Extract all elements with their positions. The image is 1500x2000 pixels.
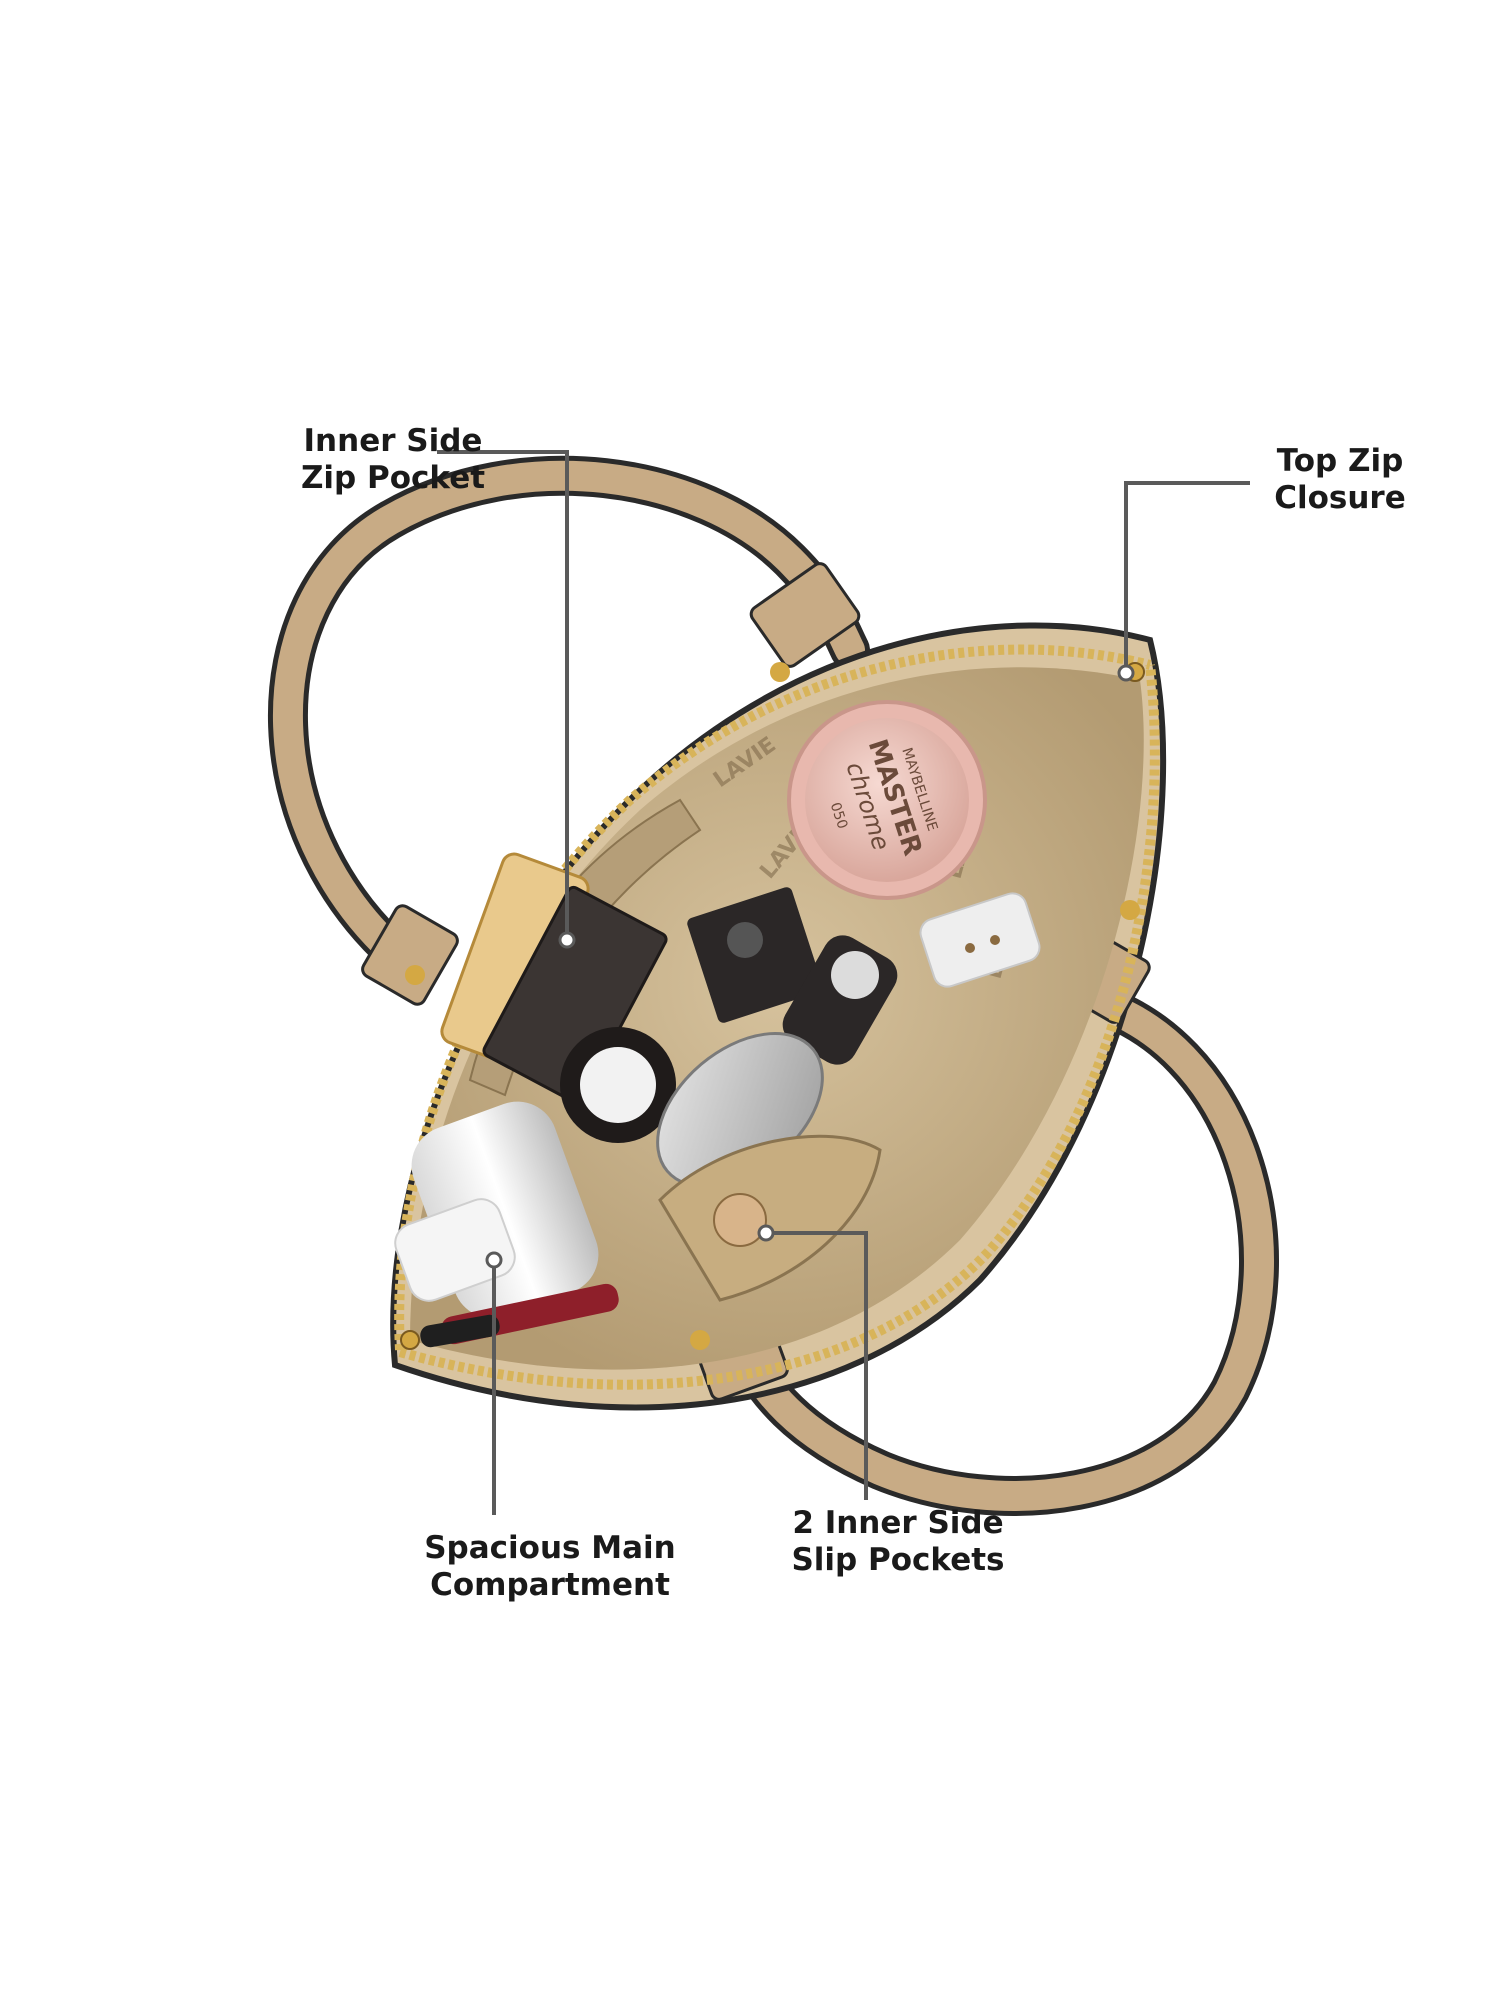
compact-shade-text: 050 xyxy=(827,801,850,831)
leader-top-zip-closure xyxy=(1124,481,1250,673)
callout-line: Top Zip xyxy=(1276,443,1404,479)
charger xyxy=(919,892,1041,988)
leader-inner-side-zip-pocket xyxy=(437,450,569,940)
leader-inner-side-slip-pockets xyxy=(766,1231,868,1500)
callout-line: Zip Pocket xyxy=(300,460,486,496)
callout-spacious-main-compartment: Spacious Main Compartment xyxy=(360,1530,740,1604)
callout-line: Closure xyxy=(1274,480,1406,516)
callout-inner-side-slip-pockets: 2 Inner Side Slip Pockets xyxy=(738,1505,1058,1579)
callout-line: Compartment xyxy=(430,1567,670,1603)
callout-line: Inner Side xyxy=(303,423,483,459)
round-jar xyxy=(560,1027,676,1143)
hardware xyxy=(405,662,1140,1350)
lipstick xyxy=(420,1283,619,1348)
callout-top-zip-closure: Top Zip Closure xyxy=(1240,443,1440,517)
callout-line: Spacious Main xyxy=(424,1530,676,1566)
white-bottle xyxy=(394,1101,599,1319)
callout-line: Slip Pockets xyxy=(791,1542,1005,1578)
black-cube-product xyxy=(687,887,823,1023)
compact-powder: MAYBELLINE MASTER chrome 050 xyxy=(787,700,987,900)
callout-inner-side-zip-pocket: Inner Side Zip Pocket xyxy=(228,423,558,497)
small-bottle xyxy=(782,935,898,1065)
eyeshadow-palette xyxy=(482,885,668,1105)
inner-side-slip-pockets xyxy=(658,1134,882,1302)
callout-line: 2 Inner Side xyxy=(792,1505,1004,1541)
front-handle xyxy=(720,980,1279,1516)
leader-lines xyxy=(437,450,1250,1515)
